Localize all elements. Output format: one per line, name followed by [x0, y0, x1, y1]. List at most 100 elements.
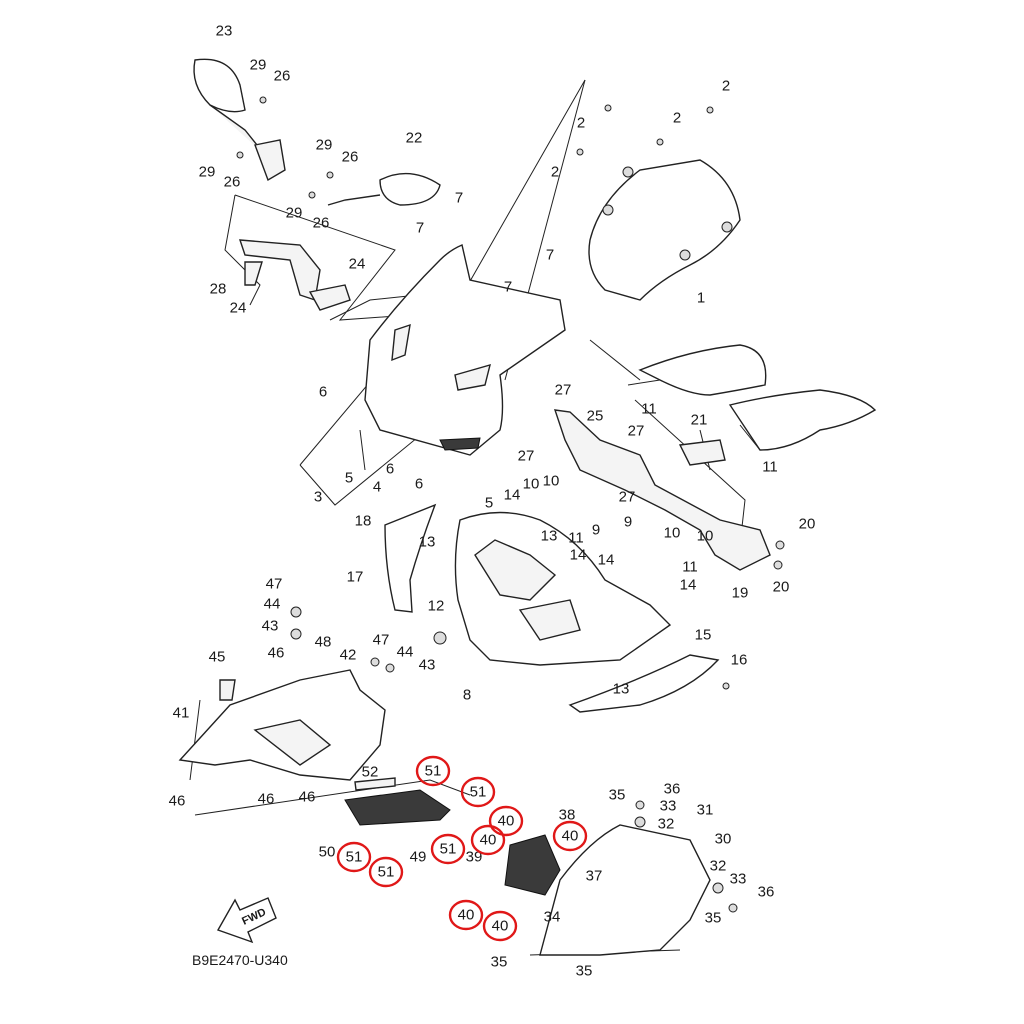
callout-1: 1 [697, 290, 705, 307]
callout-32: 32 [658, 816, 675, 833]
mirror-left [193, 58, 286, 182]
side-cover [384, 503, 437, 613]
callout-5: 5 [345, 470, 353, 487]
callout-5: 5 [485, 495, 493, 512]
callout-11: 11 [568, 530, 584, 547]
callout-43: 43 [262, 618, 279, 635]
highlight-circle-51 [460, 776, 496, 808]
callout-7: 7 [455, 190, 463, 207]
callout-48: 48 [315, 634, 332, 651]
fwd-arrow-icon: FWD [216, 897, 277, 944]
callout-34: 34 [544, 909, 561, 926]
highlight-circles [336, 755, 588, 942]
callout-19: 19 [732, 585, 749, 602]
callout-26: 26 [224, 174, 241, 191]
diagram-code: B9E2470-U340 [192, 952, 288, 968]
callout-25: 25 [587, 408, 604, 425]
callout-44: 44 [264, 596, 281, 613]
callout-4: 4 [373, 479, 381, 496]
callout-15: 15 [695, 627, 712, 644]
callout-51: 51 [470, 784, 487, 801]
callout-35: 35 [576, 963, 593, 980]
highlight-circle-40 [482, 910, 518, 942]
callout-11: 11 [762, 459, 778, 476]
callout-35: 35 [609, 787, 626, 804]
callout-40: 40 [480, 832, 497, 849]
callout-36: 36 [758, 884, 775, 901]
mirror-right [308, 171, 441, 206]
inner-cowl [433, 511, 672, 666]
callout-10: 10 [697, 528, 714, 545]
callout-11: 11 [641, 401, 657, 418]
callout-27: 27 [619, 489, 636, 506]
mirror-bracket [239, 239, 351, 311]
callout-12: 12 [428, 598, 445, 615]
callout-14: 14 [598, 552, 615, 569]
callout-40: 40 [498, 813, 515, 830]
callout-14: 14 [680, 577, 697, 594]
callout-44: 44 [397, 644, 414, 661]
callout-6: 6 [415, 476, 423, 493]
callout-32: 32 [710, 858, 727, 875]
callout-29: 29 [250, 57, 267, 74]
callout-24: 24 [349, 256, 366, 273]
callout-26: 26 [313, 215, 330, 232]
callout-7: 7 [546, 247, 554, 264]
callout-40: 40 [458, 907, 475, 924]
callout-37: 37 [586, 868, 603, 885]
callout-8: 8 [463, 687, 471, 704]
callout-10: 10 [664, 525, 681, 542]
windscreen [576, 104, 741, 301]
callout-17: 17 [347, 569, 364, 586]
callout-29: 29 [199, 164, 216, 181]
upper-cowl [359, 244, 566, 471]
callout-2: 2 [673, 110, 681, 127]
callout-27: 27 [555, 382, 572, 399]
callout-43: 43 [419, 657, 436, 674]
callout-13: 13 [541, 528, 558, 545]
callout-10: 10 [523, 476, 540, 493]
callout-42: 42 [340, 647, 357, 664]
callout-46: 46 [169, 793, 186, 810]
callout-38: 38 [559, 807, 576, 824]
callout-50: 50 [319, 844, 336, 861]
callout-labels: 23 29 26 29 26 29 26 22 29 26 7 7 7 7 2 … [169, 23, 816, 980]
callout-35: 35 [491, 954, 508, 971]
callout-52: 52 [362, 764, 379, 781]
callout-22: 22 [406, 130, 423, 147]
callout-7: 7 [504, 279, 512, 296]
lower-cowl-right [504, 800, 738, 956]
callout-51: 51 [346, 849, 363, 866]
highlight-circle-40 [470, 824, 506, 856]
highlight-circle-51 [430, 833, 466, 865]
callout-13: 13 [419, 534, 436, 551]
callout-6: 6 [319, 384, 327, 401]
highlight-circle-40 [488, 805, 524, 837]
callout-2: 2 [577, 115, 585, 132]
callout-10: 10 [543, 473, 560, 490]
callout-26: 26 [342, 149, 359, 166]
cowl-stay [553, 409, 785, 571]
callout-9: 9 [592, 522, 600, 539]
highlight-circle-51 [368, 856, 404, 888]
callout-45: 45 [209, 649, 226, 666]
callout-35: 35 [705, 910, 722, 927]
callout-26: 26 [274, 68, 291, 85]
callout-20: 20 [773, 579, 790, 596]
callout-23: 23 [216, 23, 233, 40]
callout-27: 27 [628, 423, 645, 440]
highlight-circle-51 [415, 755, 451, 787]
mesh-left [344, 777, 451, 826]
callout-36: 36 [664, 781, 681, 798]
callout-51: 51 [440, 841, 457, 858]
callout-3: 3 [314, 489, 322, 506]
callout-24: 24 [230, 300, 247, 317]
leader-lines [189, 79, 746, 956]
callout-6: 6 [386, 461, 394, 478]
side-panel [568, 654, 730, 713]
callout-16: 16 [731, 652, 748, 669]
callout-47: 47 [266, 576, 283, 593]
callout-39: 39 [466, 849, 483, 866]
callout-27: 27 [518, 448, 535, 465]
